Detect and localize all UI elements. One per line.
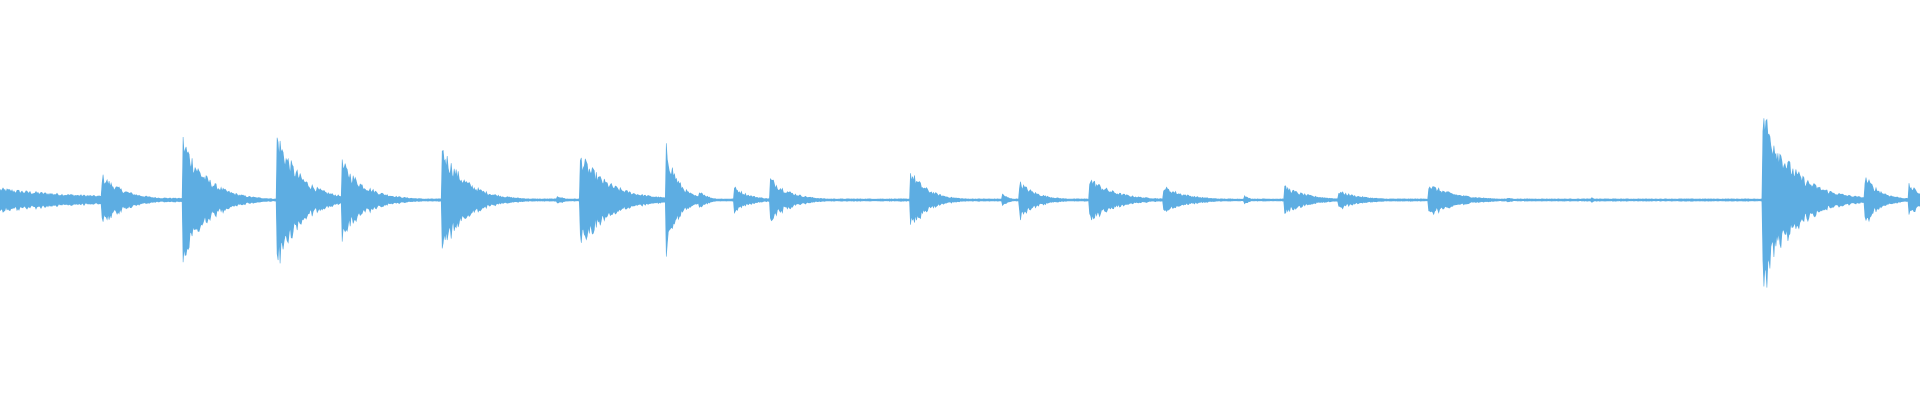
waveform-shape	[0, 118, 1920, 288]
